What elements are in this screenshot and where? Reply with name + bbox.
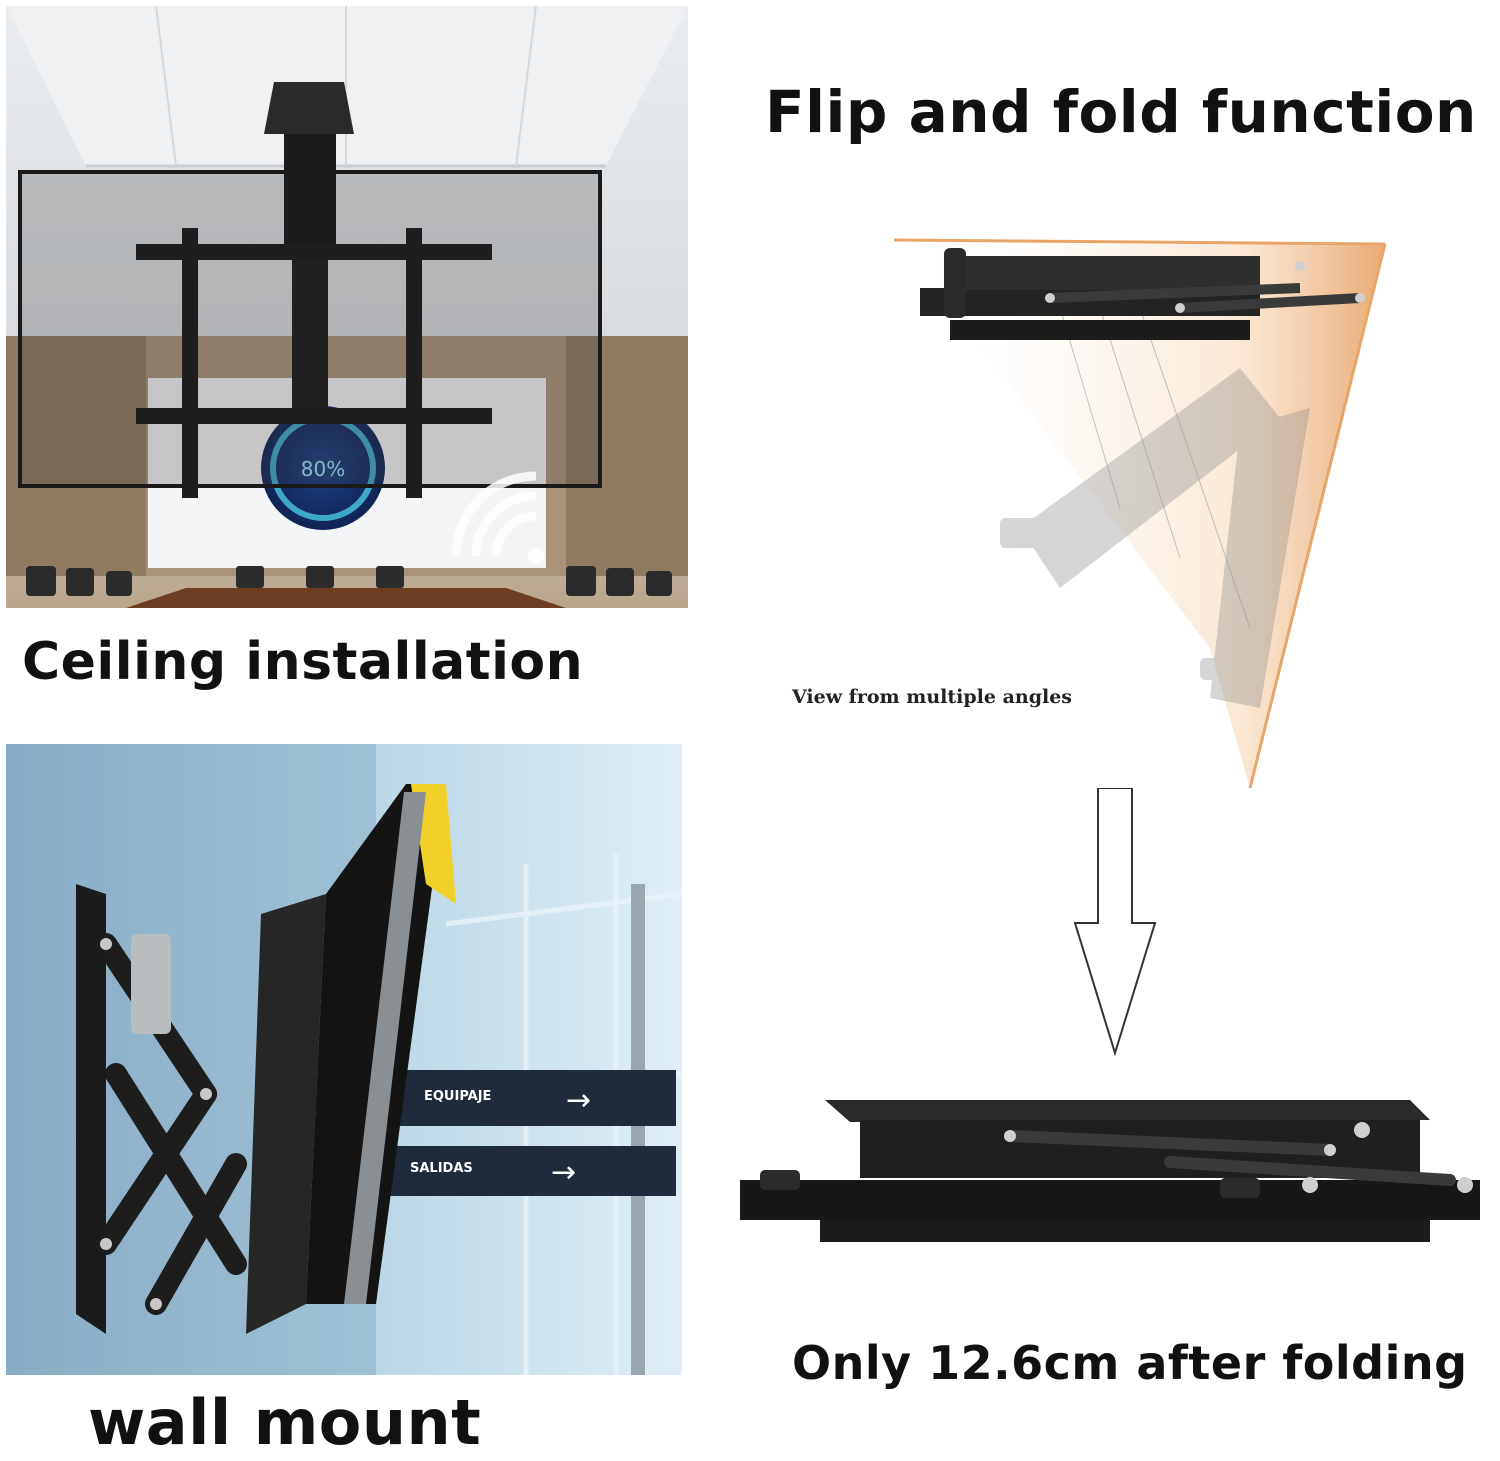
folded-mount-diagram	[730, 1090, 1500, 1270]
view-angles-label: View from multiple angles	[792, 686, 1073, 708]
ceiling-installation-photo: 80%	[6, 6, 688, 608]
sign-equipaje: EQUIPAJE	[424, 1089, 491, 1104]
down-arrow-icon	[1060, 788, 1160, 1058]
flip-fold-title: Flip and fold function	[765, 78, 1477, 146]
svg-text:→: →	[551, 1155, 576, 1190]
wall-mount-photo: EQUIPAJE → SALIDAS →	[6, 744, 682, 1375]
flip-fold-diagram	[880, 228, 1400, 788]
screen-percent: 80%	[301, 457, 345, 481]
svg-text:→: →	[566, 1083, 591, 1118]
sign-salidas: SALIDAS	[410, 1161, 473, 1176]
folded-caption: Only 12.6cm after folding	[792, 1336, 1468, 1390]
ceiling-installation-caption: Ceiling installation	[22, 632, 584, 692]
wall-mount-caption: wall mount	[88, 1386, 482, 1459]
